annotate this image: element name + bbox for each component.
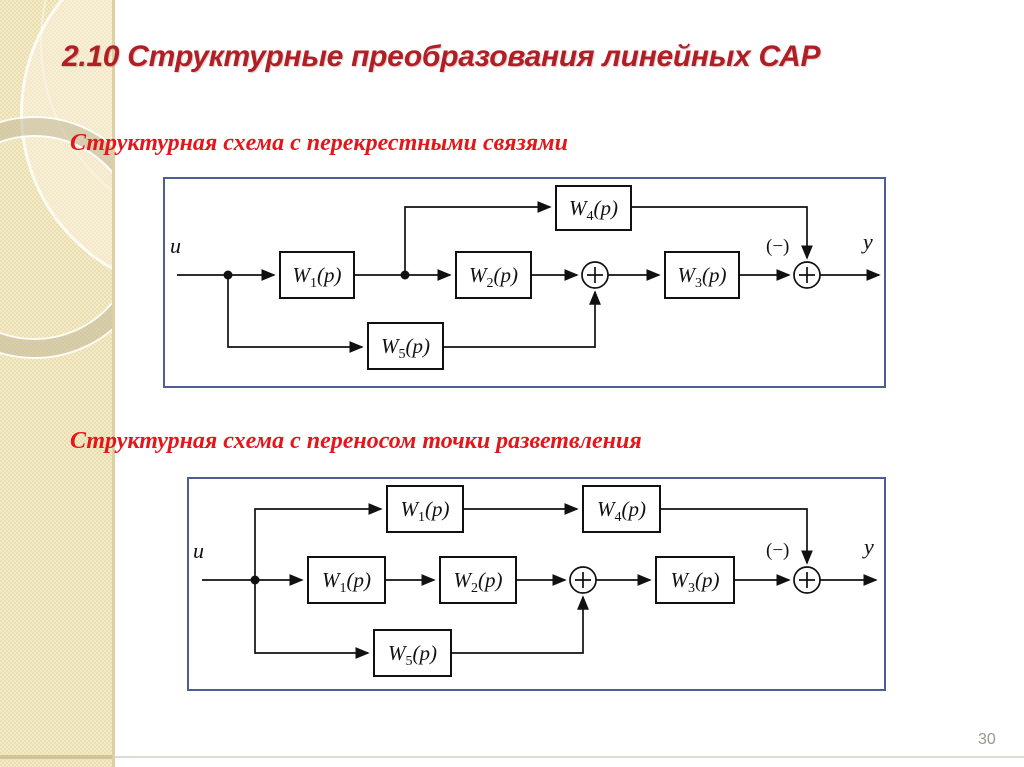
label-base: W [400, 496, 419, 521]
sum-junction [569, 566, 597, 594]
branch-point [223, 270, 233, 280]
branch-point [400, 270, 410, 280]
label-arg: (p) [405, 333, 431, 358]
sum-junction [793, 261, 821, 289]
block-label: W4(p) [597, 496, 647, 525]
block-w1: W1(p) [307, 556, 386, 604]
decorative-stripe [0, 0, 115, 767]
block-w5: W5(p) [367, 322, 444, 370]
block-w2: W2(p) [439, 556, 517, 604]
label-sub: 2 [486, 275, 494, 291]
label-arg: (p) [702, 262, 727, 287]
label-base: W [453, 567, 472, 592]
block-w1-top: W1(p) [386, 485, 464, 533]
block-label: W1(p) [400, 496, 450, 525]
diagram1-caption: Структурная схема с перекрестными связям… [70, 130, 568, 156]
block-label: W4(p) [569, 195, 619, 224]
minus-sign-label: (−) [766, 540, 790, 561]
block-label: W3(p) [677, 262, 727, 291]
minus-sign-label: (−) [766, 236, 790, 257]
label-base: W [469, 262, 487, 287]
label-base: W [597, 496, 615, 521]
label-sub: 1 [339, 580, 347, 596]
label-arg: (p) [695, 567, 720, 592]
bottom-divider [112, 756, 1024, 758]
signal-wires [202, 503, 878, 659]
label-arg: (p) [621, 496, 647, 521]
label-base: W [677, 262, 696, 287]
label-arg: (p) [478, 567, 503, 592]
label-sub: 5 [398, 346, 406, 362]
label-sub: 4 [586, 208, 594, 224]
branch-point [250, 575, 260, 585]
label-arg: (p) [317, 262, 342, 287]
label-base: W [292, 262, 311, 287]
block-w2: W2(p) [455, 251, 532, 299]
label-arg: (p) [593, 195, 619, 220]
output-label: y [864, 534, 874, 559]
block-w5: W5(p) [373, 629, 452, 677]
block-label: W5(p) [388, 640, 438, 669]
diagram2-caption: Структурная схема с переносом точки разв… [70, 428, 642, 454]
diagram-crossed-links: W4(p) W1(p) W2(p) W3(p) W5(p) u y (−) [163, 177, 886, 388]
diagram1-wires [177, 201, 881, 353]
diagram2-wires [202, 503, 878, 659]
label-sub: 1 [418, 509, 425, 525]
input-label: u [193, 538, 204, 563]
label-sub: 5 [405, 653, 413, 669]
label-base: W [381, 333, 399, 358]
sum-junction [793, 566, 821, 594]
block-label: W2(p) [453, 567, 503, 596]
output-label: y [863, 229, 873, 254]
diagram-moved-branch-point: W1(p) W4(p) W1(p) W2(p) W3(p) W5(p) u y … [187, 477, 886, 691]
block-w1: W1(p) [279, 251, 355, 299]
label-sub: 3 [688, 580, 695, 596]
signal-wires [177, 201, 881, 353]
label-arg: (p) [346, 567, 372, 592]
block-w3: W3(p) [655, 556, 735, 604]
label-base: W [322, 567, 340, 592]
label-sub: 2 [471, 580, 478, 596]
page-number: 30 [978, 731, 996, 748]
bottom-divider-stripe [0, 755, 112, 759]
label-base: W [670, 567, 689, 592]
block-label: W5(p) [381, 333, 431, 362]
sum-junction [581, 261, 609, 289]
block-w3: W3(p) [664, 251, 740, 299]
block-label: W1(p) [292, 262, 342, 291]
label-sub: 3 [695, 275, 702, 291]
block-w4: W4(p) [555, 185, 632, 231]
label-base: W [388, 640, 406, 665]
block-label: W1(p) [322, 567, 372, 596]
input-label: u [170, 233, 181, 258]
block-label: W2(p) [469, 262, 519, 291]
block-w4: W4(p) [582, 485, 661, 533]
label-sub: 4 [614, 509, 622, 525]
slide-title: 2.10 Структурные преобразования линейных… [62, 40, 821, 73]
label-arg: (p) [412, 640, 438, 665]
label-base: W [569, 195, 587, 220]
label-arg: (p) [425, 496, 450, 521]
label-arg: (p) [493, 262, 519, 287]
block-label: W3(p) [670, 567, 720, 596]
label-sub: 1 [310, 275, 317, 291]
